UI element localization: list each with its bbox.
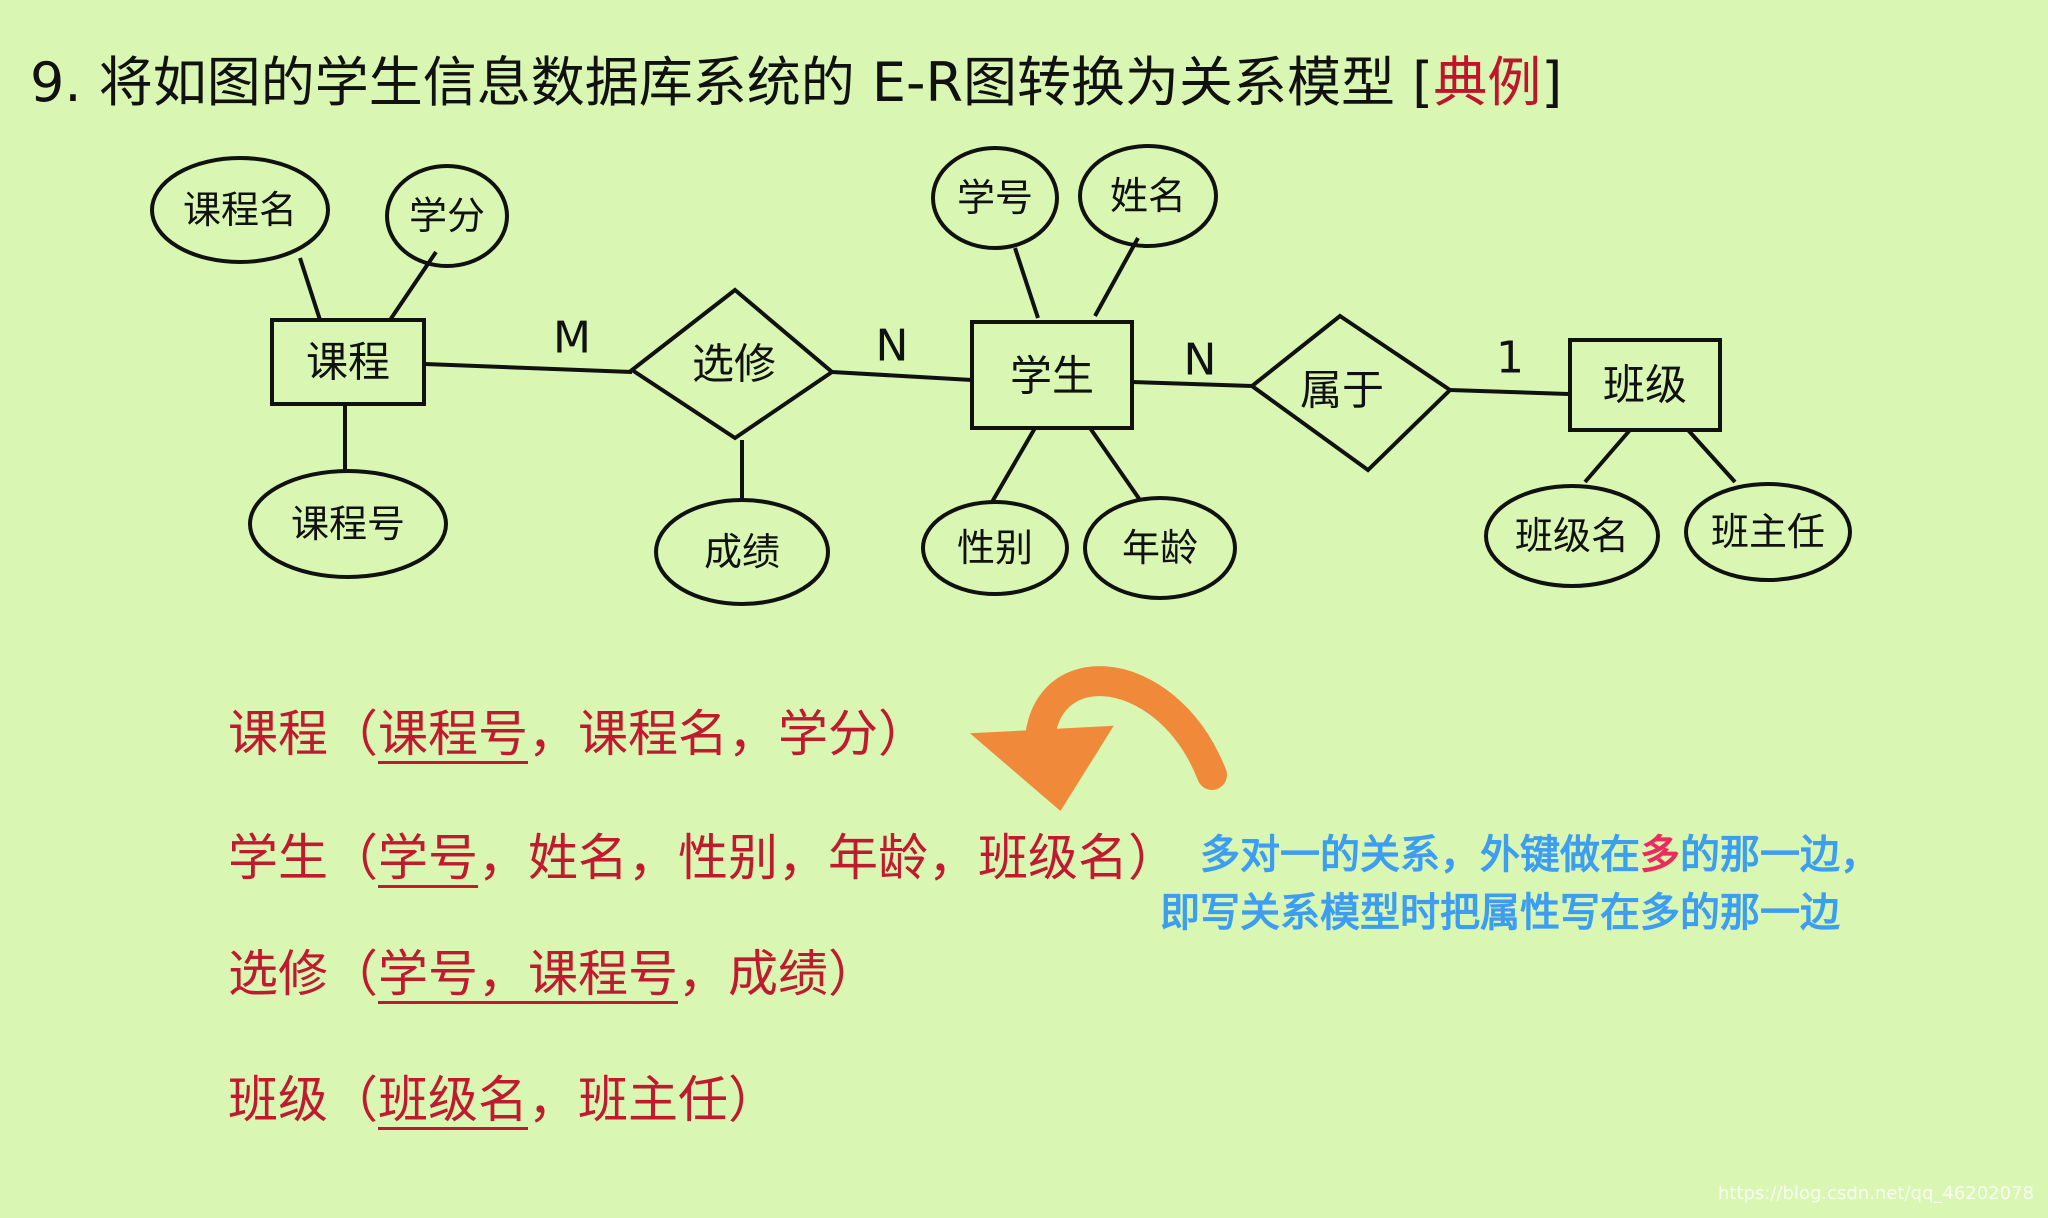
attr-grade-label: 成绩 bbox=[704, 530, 780, 574]
cardinality-elective-student: N bbox=[876, 321, 909, 372]
attr-class-name-label: 班级名 bbox=[1515, 514, 1629, 558]
note-arrow-shaft bbox=[1024, 666, 1227, 790]
relation-primary-key: 课程号 bbox=[378, 705, 528, 763]
line-class-classname bbox=[1583, 428, 1632, 484]
attr-age-label: 年龄 bbox=[1122, 526, 1198, 570]
attr-grade bbox=[654, 498, 830, 606]
attr-course-name-label: 课程名 bbox=[183, 188, 297, 232]
line-elective-student bbox=[831, 370, 973, 382]
line-course-coursename bbox=[298, 257, 322, 321]
entity-class bbox=[1568, 338, 1722, 432]
relation-attributes: ，姓名，性别，年龄，班级名 bbox=[478, 829, 1128, 887]
entity-student bbox=[970, 320, 1134, 430]
note-line-1: 多对一的关系，外键做在多的那一边， bbox=[1200, 832, 1880, 878]
cardinality-student-belongs: N bbox=[1184, 335, 1217, 386]
line-class-headteacher bbox=[1686, 428, 1737, 484]
attr-gender-label: 性别 bbox=[957, 526, 1033, 570]
relation-primary-key: 学号，课程号 bbox=[378, 945, 678, 1003]
line-belongs-class bbox=[1449, 388, 1569, 396]
line-student-no bbox=[1013, 247, 1040, 319]
relation-attributes: ，成绩 bbox=[678, 945, 828, 1003]
relationship-belongs bbox=[1248, 313, 1454, 473]
attr-student-no-label: 学号 bbox=[957, 176, 1033, 220]
attr-class-name bbox=[1484, 484, 1660, 588]
note-arrow-head bbox=[969, 725, 1114, 812]
relation-primary-key: 班级名 bbox=[378, 1071, 528, 1129]
line-course-elective bbox=[424, 362, 633, 374]
watermark: https://blog.csdn.net/qq_46202078 bbox=[1717, 1183, 2034, 1204]
attr-head-teacher-label: 班主任 bbox=[1711, 510, 1825, 554]
relation-name: 课程 bbox=[228, 705, 328, 763]
relationship-elective bbox=[628, 287, 836, 441]
note-line-2: 即写关系模型时把属性写在多的那一边 bbox=[1160, 890, 1840, 936]
attr-credit-label: 学分 bbox=[409, 194, 485, 238]
attr-student-name-label: 姓名 bbox=[1110, 174, 1186, 218]
line-student-age bbox=[1088, 426, 1142, 502]
relation-student: 学生（学号，姓名，性别，年龄，班级名） bbox=[228, 829, 1178, 887]
attr-gender bbox=[921, 500, 1069, 596]
entity-course bbox=[270, 318, 426, 406]
relation-primary-key: 学号 bbox=[378, 829, 478, 887]
relationship-elective-label: 选修 bbox=[692, 340, 776, 389]
attr-course-no-label: 课程号 bbox=[291, 502, 405, 546]
attr-credit bbox=[385, 164, 509, 268]
title-number: 9. bbox=[30, 51, 82, 114]
relation-attributes: ，课程名，学分 bbox=[528, 705, 878, 763]
note-highlight: 多 bbox=[1640, 832, 1680, 878]
line-student-belongs bbox=[1131, 380, 1253, 388]
attr-course-name bbox=[150, 156, 330, 264]
attr-age bbox=[1083, 496, 1237, 600]
relationship-belongs-label: 属于 bbox=[1300, 366, 1384, 415]
attr-course-no bbox=[248, 469, 448, 579]
relation-name: 学生 bbox=[228, 829, 328, 887]
attr-head-teacher bbox=[1684, 482, 1852, 582]
entity-course-label: 课程 bbox=[306, 338, 390, 387]
page-title: 9. 将如图的学生信息数据库系统的 E-R图转换为关系模型 [典例] bbox=[30, 51, 1563, 114]
cardinality-belongs-class: 1 bbox=[1496, 333, 1524, 384]
title-text: 将如图的学生信息数据库系统的 E-R图转换为关系模型 bbox=[98, 51, 1395, 114]
attr-student-name bbox=[1078, 144, 1218, 248]
relation-class: 班级（班级名，班主任） bbox=[228, 1071, 778, 1129]
relation-name: 选修 bbox=[228, 945, 328, 1003]
cardinality-course-elective: M bbox=[553, 313, 591, 364]
entity-student-label: 学生 bbox=[1010, 352, 1094, 401]
attr-student-no bbox=[931, 146, 1059, 250]
line-student-gender bbox=[990, 426, 1037, 504]
relation-name: 班级 bbox=[228, 1071, 328, 1129]
relation-attributes: ，班主任 bbox=[528, 1071, 728, 1129]
entity-class-label: 班级 bbox=[1603, 361, 1687, 410]
relation-elective: 选修（学号，课程号，成绩） bbox=[228, 945, 878, 1003]
title-tag: 典例 bbox=[1433, 51, 1542, 114]
line-student-name bbox=[1093, 237, 1140, 317]
relation-course: 课程（课程号，课程名，学分） bbox=[228, 705, 928, 763]
